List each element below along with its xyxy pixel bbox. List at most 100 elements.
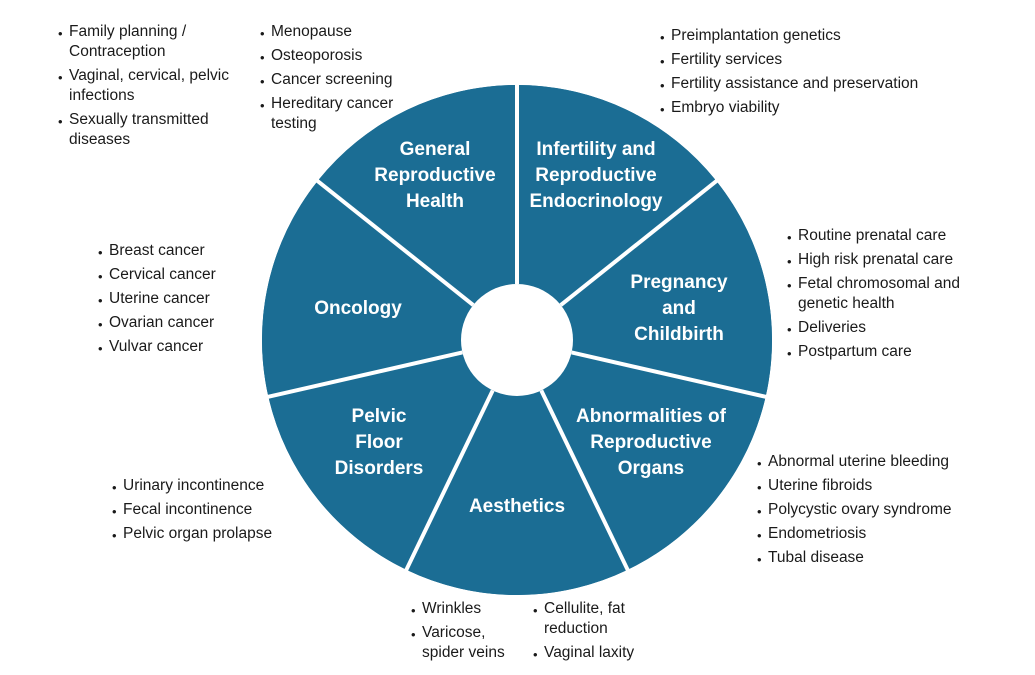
segment-general-reproductive-health bbox=[317, 84, 517, 306]
segment-oncology bbox=[262, 181, 474, 397]
general-health-list-left: Family planning / ContraceptionVaginal, c… bbox=[58, 22, 258, 154]
list-item-text: Preimplantation genetics bbox=[671, 27, 841, 44]
wheel-hub bbox=[461, 284, 573, 396]
list-item-text: Contraception bbox=[69, 43, 166, 60]
list-item-text: infections bbox=[69, 87, 135, 104]
list-item: Fecal incontinence bbox=[112, 500, 312, 524]
list-item: Fertility assistance and preservation bbox=[660, 74, 960, 98]
list-item: Fertility services bbox=[660, 50, 960, 74]
list-item-text: Ovarian cancer bbox=[109, 314, 215, 331]
segment-divider bbox=[571, 350, 768, 400]
list-item: Cancer screening bbox=[260, 70, 435, 94]
list-item-text: Cervical cancer bbox=[109, 266, 216, 283]
list-item-text: Uterine fibroids bbox=[768, 477, 873, 494]
list-item-text: Abnormal uterine bleeding bbox=[768, 453, 949, 470]
list-item: Osteoporosis bbox=[260, 46, 435, 70]
list-item-text: Family planning / bbox=[69, 23, 187, 40]
segment-label-abnormalities: Organs bbox=[618, 458, 685, 479]
infertility-list: Preimplantation geneticsFertility servic… bbox=[660, 26, 960, 122]
list-item: Vulvar cancer bbox=[98, 337, 258, 361]
segment-abnormalities bbox=[541, 352, 766, 570]
list-item: Breast cancer bbox=[98, 241, 258, 265]
list-item-text: Postpartum care bbox=[798, 343, 912, 360]
segment-label-aesthetics: Aesthetics bbox=[469, 496, 565, 517]
list-item: Routine prenatal care bbox=[787, 226, 1007, 250]
list-item-text: genetic health bbox=[798, 295, 895, 312]
segment-label-general-reproductive-health: Reproductive bbox=[374, 165, 495, 186]
segment-label-oncology: Oncology bbox=[314, 298, 402, 319]
list-item-text: diseases bbox=[69, 131, 131, 148]
aesthetics-list-left: WrinklesVaricose, spider veins bbox=[411, 599, 531, 667]
list-item-text: Routine prenatal care bbox=[798, 227, 947, 244]
list-item-text: Cellulite, fat bbox=[544, 600, 625, 617]
list-item-text: testing bbox=[271, 115, 317, 132]
segment-label-general-reproductive-health: General bbox=[400, 139, 471, 160]
list-item-text: Pelvic organ prolapse bbox=[123, 525, 273, 542]
segment-divider bbox=[403, 389, 495, 573]
list-item: Tubal disease bbox=[757, 548, 997, 572]
aesthetics-list-right: Cellulite, fat reductionVaginal laxity bbox=[533, 599, 663, 667]
list-item-text: Embryo viability bbox=[671, 99, 780, 116]
list-item: Cervical cancer bbox=[98, 265, 258, 289]
list-item-text: Endometriosis bbox=[768, 525, 867, 542]
list-item-text: Cancer screening bbox=[271, 71, 393, 88]
list-item: Ovarian cancer bbox=[98, 313, 258, 337]
list-item-text: Sexually transmitted bbox=[69, 111, 209, 128]
list-item: Abnormal uterine bleeding bbox=[757, 452, 997, 476]
segment-label-pregnancy: and bbox=[662, 298, 696, 319]
list-item-text: Breast cancer bbox=[109, 242, 205, 259]
segment-label-abnormalities: Reproductive bbox=[590, 432, 711, 453]
list-item-text: Osteoporosis bbox=[271, 47, 363, 64]
oncology-list: Breast cancerCervical cancerUterine canc… bbox=[98, 241, 258, 361]
list-item: Cellulite, fat reduction bbox=[533, 599, 663, 639]
list-item-text: Varicose, bbox=[422, 624, 486, 641]
list-item-text: Uterine cancer bbox=[109, 290, 210, 307]
pregnancy-list: Routine prenatal careHigh risk prenatal … bbox=[787, 226, 1007, 366]
list-item-text: Urinary incontinence bbox=[123, 477, 265, 494]
list-item-text: spider veins bbox=[422, 644, 505, 661]
list-item: Urinary incontinence bbox=[112, 476, 312, 500]
segment-aesthetics bbox=[406, 390, 628, 595]
list-item: Pelvic organ prolapse bbox=[112, 524, 312, 548]
list-item: Uterine cancer bbox=[98, 289, 258, 313]
list-item-text: reduction bbox=[544, 620, 608, 637]
list-item: Preimplantation genetics bbox=[660, 26, 960, 50]
list-item-text: Fertility services bbox=[671, 51, 783, 68]
segment-divider bbox=[314, 178, 475, 307]
list-item-text: Fecal incontinence bbox=[123, 501, 253, 518]
segment-infertility bbox=[517, 85, 717, 306]
segment-label-abnormalities: Abnormalities of bbox=[576, 406, 727, 427]
segment-label-pelvic-floor: Pelvic bbox=[352, 406, 407, 427]
list-item: Family planning / Contraception bbox=[58, 22, 258, 62]
segment-label-pregnancy: Childbirth bbox=[634, 324, 724, 345]
list-item: Hereditary cancer testing bbox=[260, 94, 435, 134]
list-item-text: Wrinkles bbox=[422, 600, 482, 617]
list-item: Endometriosis bbox=[757, 524, 997, 548]
list-item: Polycystic ovary syndrome bbox=[757, 500, 997, 524]
segment-label-pregnancy: Pregnancy bbox=[630, 272, 728, 293]
list-item-text: Menopause bbox=[271, 23, 353, 40]
list-item-text: High risk prenatal care bbox=[798, 251, 954, 268]
segment-label-infertility: Endocrinology bbox=[530, 191, 663, 212]
abnormalities-list: Abnormal uterine bleedingUterine fibroid… bbox=[757, 452, 997, 572]
list-item-text: Polycystic ovary syndrome bbox=[768, 501, 952, 518]
list-item: Vaginal laxity bbox=[533, 643, 663, 667]
segment-divider bbox=[559, 178, 720, 307]
list-item: Embryo viability bbox=[660, 98, 960, 122]
segment-label-pelvic-floor: Disorders bbox=[335, 458, 424, 479]
segment-divider bbox=[266, 350, 463, 400]
list-item-text: Hereditary cancer bbox=[271, 95, 394, 112]
segment-divider bbox=[539, 389, 631, 573]
segment-label-general-reproductive-health: Health bbox=[406, 191, 464, 212]
list-item: Menopause bbox=[260, 22, 435, 46]
segment-pregnancy bbox=[560, 181, 772, 397]
list-item: Varicose, spider veins bbox=[411, 623, 531, 663]
list-item: Postpartum care bbox=[787, 342, 1007, 366]
list-item-text: Deliveries bbox=[798, 319, 867, 336]
segment-label-pelvic-floor: Floor bbox=[355, 432, 403, 453]
list-item-text: Tubal disease bbox=[768, 549, 864, 566]
list-item-text: Vulvar cancer bbox=[109, 338, 204, 355]
